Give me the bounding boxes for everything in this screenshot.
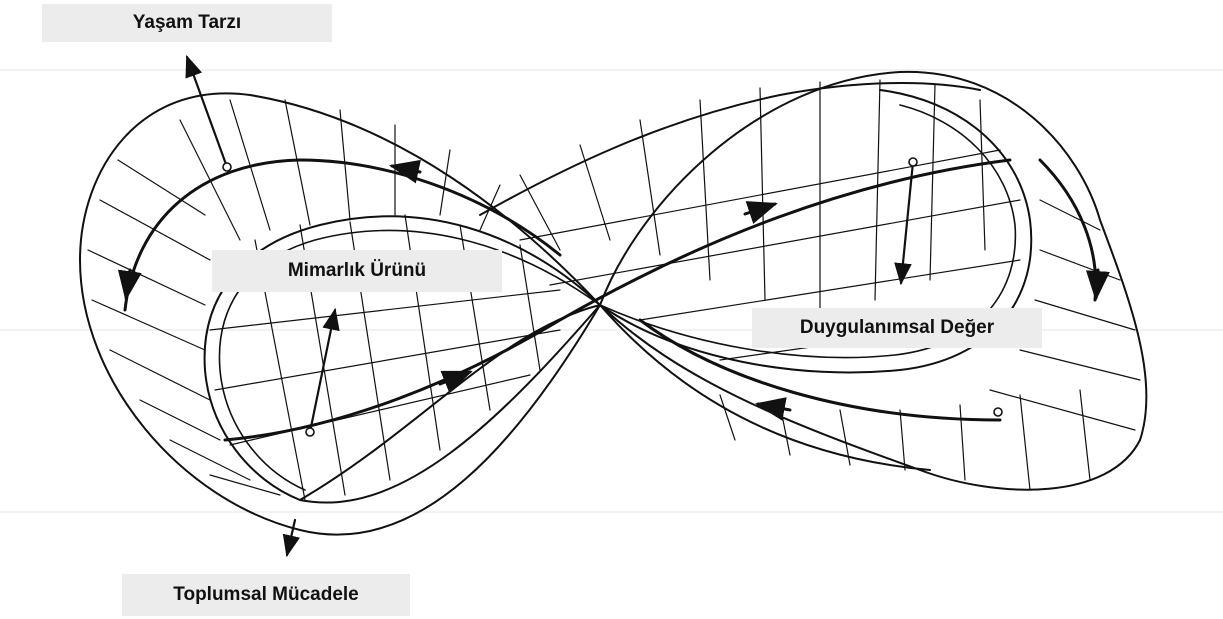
label-lifestyle-text: Yaşam Tarzı — [133, 12, 241, 34]
label-social-struggle: Toplumsal Mücadele — [122, 574, 410, 616]
vector-arrow-social-struggle — [287, 520, 295, 555]
anchor-point-architectural-product — [306, 428, 314, 436]
right-lobe-grid — [520, 80, 1140, 490]
flow-arrow — [745, 204, 775, 214]
label-social-struggle-text: Toplumsal Mücadele — [173, 584, 358, 606]
anchor-point-right-lobe — [994, 408, 1002, 416]
label-emotional-value-text: Duygulanımsal Değer — [800, 317, 994, 339]
anchor-point-lifestyle — [223, 163, 231, 171]
label-emotional-value: Duygulanımsal Değer — [752, 308, 1042, 348]
label-lifestyle: Yaşam Tarzı — [42, 4, 332, 42]
anchor-point-emotional-value — [909, 158, 917, 166]
label-architectural-product-text: Mimarlık Ürünü — [288, 260, 426, 282]
label-architectural-product: Mimarlık Ürünü — [212, 250, 502, 292]
right-lobe-outer-edge — [600, 72, 1146, 490]
flow-line-center — [225, 160, 1010, 440]
flow-arrow — [1096, 270, 1098, 298]
vector-arrow-lifestyle — [187, 57, 227, 167]
flow-arrow — [392, 166, 420, 172]
flow-line-right-edge — [1040, 160, 1096, 300]
flow-arrow — [126, 270, 130, 298]
upper-crossing-band — [480, 83, 980, 215]
